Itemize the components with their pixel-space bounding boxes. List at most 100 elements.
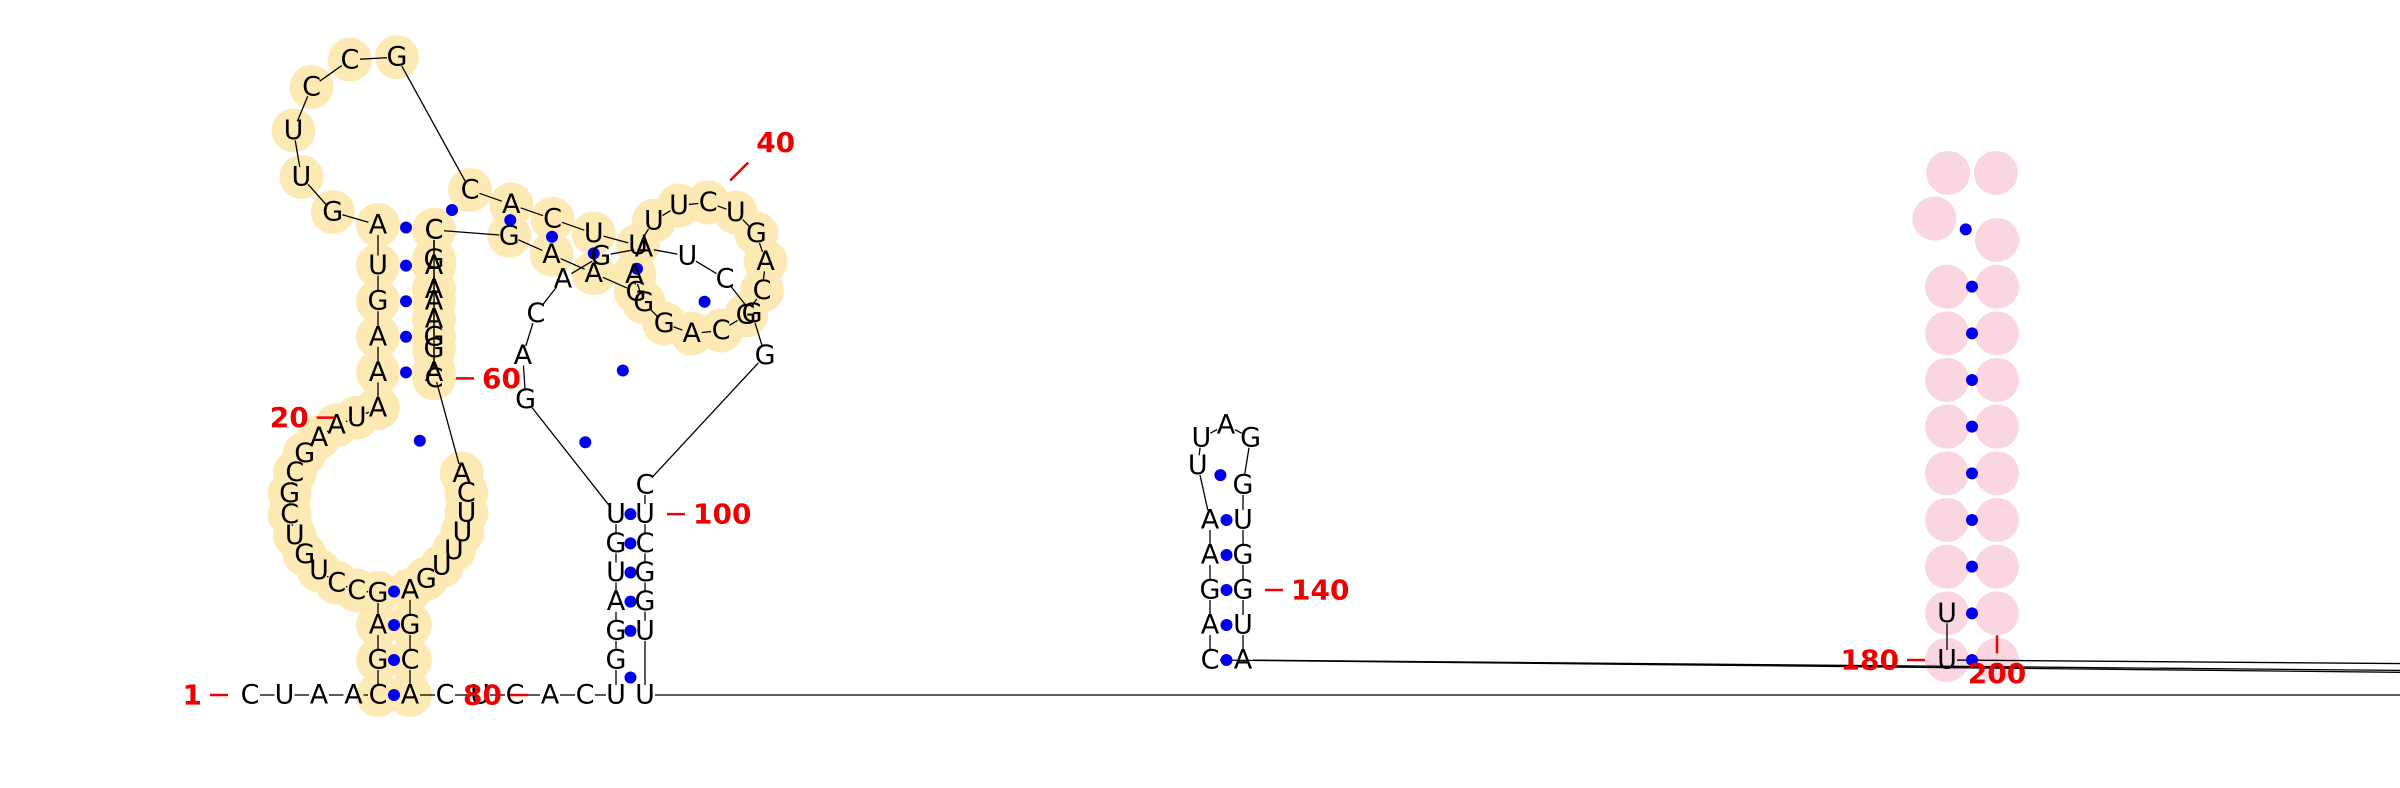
- base-pair-dot: [624, 566, 637, 579]
- nucleotide-23: A: [369, 321, 388, 352]
- highlight-pink-region-fill: [1925, 498, 1969, 542]
- nucleotide-76: A: [401, 680, 420, 711]
- backbone-bonds: [260, 57, 2400, 696]
- base-pair-dot: [1966, 467, 1978, 480]
- highlight-pink-region-fill: [1975, 358, 2019, 402]
- nucleotide-5: C: [369, 680, 388, 711]
- nucleotide-77: C: [436, 680, 455, 711]
- base-pair-dot: [1966, 560, 1978, 573]
- nucleotide-7: A: [369, 610, 388, 641]
- backbone-bond: [310, 561, 313, 564]
- nucleotide-58: A: [425, 304, 444, 335]
- backbone-bond: [342, 214, 369, 223]
- highlight-pink-region-fill: [1925, 404, 1969, 449]
- nucleotide-54: G: [499, 220, 520, 251]
- nucleotide-48: G: [654, 308, 675, 339]
- base-pair-dot: [624, 671, 637, 684]
- highlight-pink-region-fill: [1975, 311, 2019, 356]
- highlight-pink-region: [1912, 150, 2019, 682]
- nucleotide-103: G: [635, 586, 656, 617]
- backbone-bond: [730, 286, 747, 306]
- base-pair-dot: [624, 595, 637, 608]
- backbone-bond: [610, 249, 635, 255]
- highlight-yellow-region-fill: [571, 251, 616, 296]
- nucleotide-72: G: [416, 563, 437, 594]
- backbone-bond: [729, 319, 738, 326]
- nucleotide-132: A: [1201, 505, 1220, 536]
- backbone-bond: [650, 309, 658, 317]
- highlight-yellow-region-fill: [388, 603, 432, 647]
- highlight-pink-region-fill: [1975, 544, 2019, 589]
- backbone-bond: [298, 461, 301, 464]
- position-label-200: 200: [1968, 657, 2026, 690]
- nucleotide-2: U: [275, 680, 295, 711]
- nucleotide-9: C: [347, 575, 366, 606]
- nucleotide-62: A: [425, 250, 444, 281]
- nucleotide-85: A: [607, 586, 626, 617]
- backbone-bond: [653, 249, 678, 255]
- backbone-bond: [326, 575, 329, 578]
- base-pair-dot: [1966, 374, 1978, 386]
- nucleotide-100: U: [635, 499, 655, 530]
- highlight-yellow-region-fill: [374, 35, 419, 80]
- nucleotide-71: U: [432, 551, 452, 582]
- nucleotide-99: C: [636, 470, 655, 501]
- nucleotide-60: C: [425, 363, 444, 394]
- nucleotide-83: G: [606, 645, 627, 676]
- highlight-yellow-region-fill: [327, 37, 372, 82]
- nucleotide-34: A: [502, 189, 521, 220]
- highlight-yellow-region: [267, 35, 788, 717]
- nucleotide-80: A: [541, 680, 560, 711]
- highlight-pink-region-fill: [1925, 358, 1969, 402]
- base-pair-dot: [388, 585, 400, 598]
- base-pair-dot: [546, 230, 558, 243]
- nucleotide-16: C: [285, 457, 304, 488]
- position-label-100: 100: [693, 498, 751, 531]
- nucleotide-19: A: [327, 410, 346, 441]
- backbone-bond: [673, 326, 683, 331]
- nucleotide-90: A: [514, 340, 533, 371]
- backbone-bond: [359, 57, 387, 60]
- nucleotide-137: G: [1233, 470, 1254, 501]
- nucleotide-30: C: [302, 72, 321, 103]
- nucleotide-45: G: [736, 300, 757, 331]
- nucleotide-41: U: [726, 197, 746, 228]
- nucleotide-96: C: [716, 263, 735, 294]
- nucleotide-134: U: [1192, 422, 1212, 453]
- nucleotide-33: C: [461, 175, 480, 206]
- nucleotide-131: A: [1201, 540, 1220, 571]
- backbone-bond: [1199, 474, 1209, 511]
- base-pair-dot: [1220, 584, 1233, 596]
- nucleotide-4: A: [344, 680, 363, 711]
- nucleotide-52: A: [585, 258, 604, 289]
- backbone-bond: [294, 140, 301, 168]
- highlight-yellow-region-fill: [356, 279, 400, 324]
- nucleotide-94: A: [635, 233, 654, 264]
- nucleotide-20: U: [347, 402, 367, 433]
- backbone-bond: [1219, 659, 2400, 673]
- backbone-bond: [602, 276, 628, 289]
- backbone-bond: [762, 271, 766, 281]
- position-label-20: 20: [270, 401, 309, 434]
- backbone-bond: [754, 322, 763, 347]
- nucleotide-36: U: [584, 218, 604, 249]
- nucleotide-10: C: [327, 567, 346, 598]
- nucleotide-47: A: [683, 318, 702, 349]
- base-pair-dot: [388, 619, 400, 631]
- base-pair-dots: [388, 204, 1978, 701]
- nucleotide-68: U: [457, 497, 477, 528]
- nucleotide-53: A: [542, 239, 561, 270]
- nucleotide-1: C: [241, 680, 260, 711]
- highlight-yellow-region-fill: [388, 673, 432, 717]
- base-pair-dot: [400, 330, 412, 343]
- backbone-bond: [717, 205, 727, 210]
- backbone-bond: [571, 260, 593, 275]
- highlight-yellow-region-fill: [279, 154, 324, 199]
- highlight-yellow-region-fill: [489, 182, 534, 227]
- base-pair-dot: [1966, 280, 1978, 293]
- nucleotide-128: C: [1201, 645, 1220, 676]
- nucleotide-8: G: [368, 578, 389, 609]
- nucleotide-81: C: [576, 680, 595, 711]
- backbone-bond: [642, 228, 650, 238]
- highlight-pink-region-fill: [1975, 218, 2019, 262]
